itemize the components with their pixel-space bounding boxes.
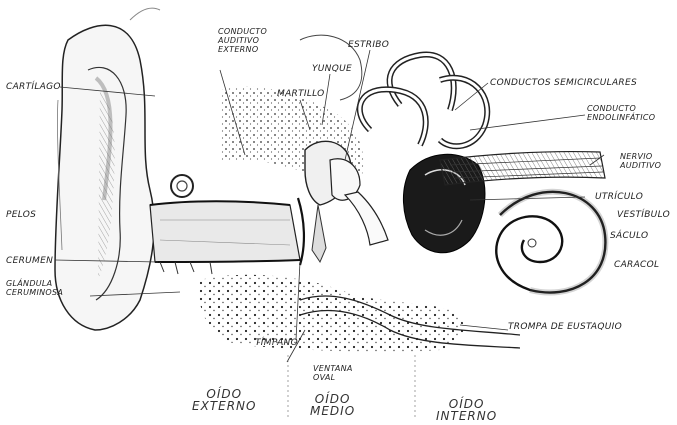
label-line-2: auditivo: [620, 161, 661, 170]
region-oido-externo: Oído externo: [192, 388, 256, 412]
label-line-1: Nervio: [620, 152, 661, 161]
label-nervio-auditivo: Nervio auditivo: [620, 152, 661, 170]
label-yunque: Yunque: [312, 64, 352, 74]
label-line-1: Glándula: [6, 279, 63, 288]
region-line-2: medio: [310, 405, 355, 417]
ear-canal: [150, 201, 300, 274]
label-trompa-de-eustaquio: Trompa de Eustaquio: [508, 322, 622, 332]
label-vestibulo: Vestíbulo: [617, 210, 670, 220]
label-utriculo: Utrículo: [595, 192, 643, 202]
region-oido-medio: Oído medio: [310, 393, 355, 417]
region-oido-interno: Oído interno: [436, 398, 497, 422]
region-line-2: externo: [192, 400, 256, 412]
auditory-nerve: [440, 152, 605, 185]
label-line-1: Conducto: [218, 27, 267, 36]
label-timpano: Tímpano: [255, 338, 298, 348]
label-conductos-semicirculares: Conductos semicirculares: [490, 78, 637, 88]
cochlea: [496, 192, 605, 293]
label-line-2: auditivo: [218, 36, 267, 45]
label-pelos: Pelos: [6, 210, 36, 220]
label-caracol: Caracol: [614, 260, 659, 270]
label-martillo: Martillo: [277, 89, 325, 99]
label-estribo: Estribo: [348, 40, 389, 50]
region-line-2: interno: [436, 410, 497, 422]
label-conducto-auditivo-externo: Conducto auditivo externo: [218, 27, 267, 54]
label-saculo: Sáculo: [610, 231, 648, 241]
label-line-1: Ventana: [313, 364, 353, 373]
label-line-2: oval: [313, 373, 353, 382]
label-line-2: endolinfático: [587, 113, 655, 122]
label-line-2: ceruminosa: [6, 288, 63, 297]
label-cartilago: Cartílago: [6, 82, 61, 92]
label-cerumen: Cerumen: [6, 256, 53, 266]
label-conducto-endolinfatico: Conducto endolinfático: [587, 104, 655, 122]
label-line-3: externo: [218, 45, 267, 54]
label-ventana-oval: Ventana oval: [313, 364, 353, 382]
label-glandula-ceruminosa: Glándula ceruminosa: [6, 279, 63, 297]
label-line-1: Conducto: [587, 104, 655, 113]
auricle: [55, 25, 193, 330]
semicircular-canals: [360, 54, 487, 146]
